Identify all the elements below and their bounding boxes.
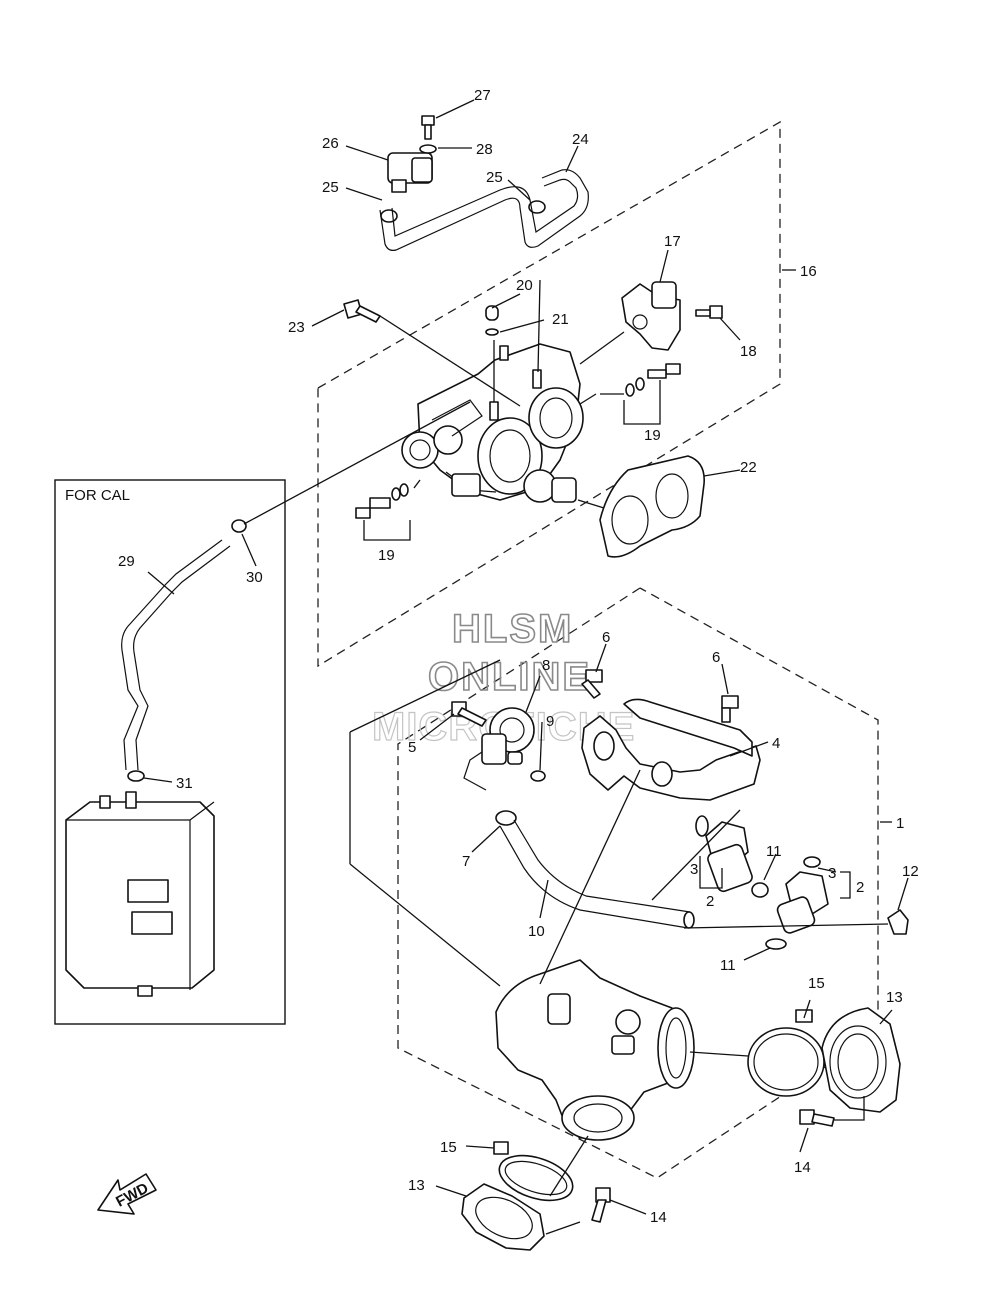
- callout-26: 26: [322, 135, 339, 152]
- callout-2-left: 2: [706, 893, 714, 910]
- bolt-6-right: [721, 695, 739, 723]
- throttle-body: [401, 343, 584, 501]
- callout-9: 9: [546, 713, 554, 730]
- cap-20: [485, 305, 499, 321]
- hose-29: [121, 539, 231, 771]
- callout-28: 28: [476, 141, 493, 158]
- callout-19-left: 19: [378, 547, 395, 564]
- callout-17: 17: [664, 233, 681, 250]
- callout-3-right: 3: [828, 865, 836, 882]
- watermark-line2: ONLINE: [428, 655, 591, 699]
- callout-14-bottom: 14: [650, 1209, 667, 1226]
- callout-16: 16: [800, 263, 817, 280]
- watermark-line1: HLSM: [452, 607, 573, 651]
- callout-18: 18: [740, 343, 757, 360]
- callout-21: 21: [552, 311, 569, 328]
- washer-28: [419, 144, 437, 154]
- bolt-23: [343, 299, 381, 323]
- callout-20: 20: [516, 277, 533, 294]
- callout-25-right: 25: [486, 169, 503, 186]
- hose-10: [499, 819, 695, 929]
- callout-11-lower: 11: [720, 957, 736, 974]
- intake-pressure-sensor-26: [387, 152, 433, 193]
- callout-13-right: 13: [886, 989, 903, 1006]
- callout-31: 31: [176, 775, 193, 792]
- clip-31: [127, 770, 145, 782]
- assembly-1-boundary: [397, 587, 879, 1179]
- clamp-25-right: [528, 200, 546, 214]
- callout-22: 22: [740, 459, 757, 476]
- oring-11-upper: [751, 882, 769, 898]
- callout-7: 7: [462, 853, 470, 870]
- callout-6-upper: 6: [602, 629, 610, 646]
- injector-left: [695, 815, 753, 893]
- fwd-arrow-icon: FWD: [97, 1173, 157, 1215]
- bolt-14-right: [799, 1109, 835, 1127]
- bolt-27: [421, 115, 435, 140]
- callout-27: 27: [474, 87, 491, 104]
- inset-title: FOR CAL: [65, 487, 130, 504]
- sensor-17: [621, 281, 681, 351]
- callout-30: 30: [246, 569, 263, 586]
- callout-8: 8: [542, 657, 550, 674]
- clip-12: [887, 909, 909, 935]
- screw-set-19-right: [625, 363, 681, 397]
- leader-lines: [143, 99, 909, 1235]
- callout-14-right: 14: [794, 1159, 811, 1176]
- gasket-22: [599, 455, 705, 558]
- pressure-regulator-8: [463, 707, 535, 791]
- callout-29: 29: [118, 553, 135, 570]
- callout-13-bottom: 13: [408, 1177, 425, 1194]
- clamp-15-right: [747, 1009, 825, 1097]
- callouts: 27 28 26 25 25 24 17 16 20 21 23 18 19 2…: [118, 87, 919, 1226]
- injector-right: [776, 856, 829, 934]
- screw-18: [695, 305, 723, 319]
- callout-5: 5: [408, 739, 416, 756]
- callout-3-left: 3: [690, 861, 698, 878]
- oring-11-lower: [765, 938, 787, 950]
- throttle-position-sensor-connector: [523, 469, 577, 503]
- callout-11-upper: 11: [766, 843, 782, 860]
- screw-set-19-left: [355, 483, 409, 519]
- canister: [65, 791, 215, 997]
- callout-24: 24: [572, 131, 589, 148]
- oring-9: [530, 770, 546, 782]
- callout-2-right: 2: [856, 879, 864, 896]
- bolt-14-bottom: [591, 1187, 611, 1223]
- joint-13-bottom: [461, 1183, 545, 1251]
- callout-23: 23: [288, 319, 305, 336]
- bolt-5: [451, 701, 487, 727]
- callout-19-right: 19: [644, 427, 661, 444]
- intake-manifold: [495, 959, 695, 1141]
- callout-12: 12: [902, 863, 919, 880]
- callout-15-bottom: 15: [440, 1139, 457, 1156]
- inset-box: FOR CAL: [54, 479, 286, 1025]
- assembly-16-boundary: [317, 120, 781, 668]
- bolt-6-upper: [581, 669, 603, 699]
- clip-30: [231, 519, 247, 533]
- clamp-25-left: [380, 209, 398, 223]
- clip-7: [495, 810, 517, 826]
- fuel-rail-4: [581, 698, 761, 801]
- callout-25-left: 25: [322, 179, 339, 196]
- callout-4: 4: [772, 735, 780, 752]
- oring-21: [485, 328, 499, 336]
- callout-10: 10: [528, 923, 545, 940]
- callout-1: 1: [896, 815, 904, 832]
- joint-13-right: [821, 1007, 901, 1113]
- callout-15-right: 15: [808, 975, 825, 992]
- callout-6-right: 6: [712, 649, 720, 666]
